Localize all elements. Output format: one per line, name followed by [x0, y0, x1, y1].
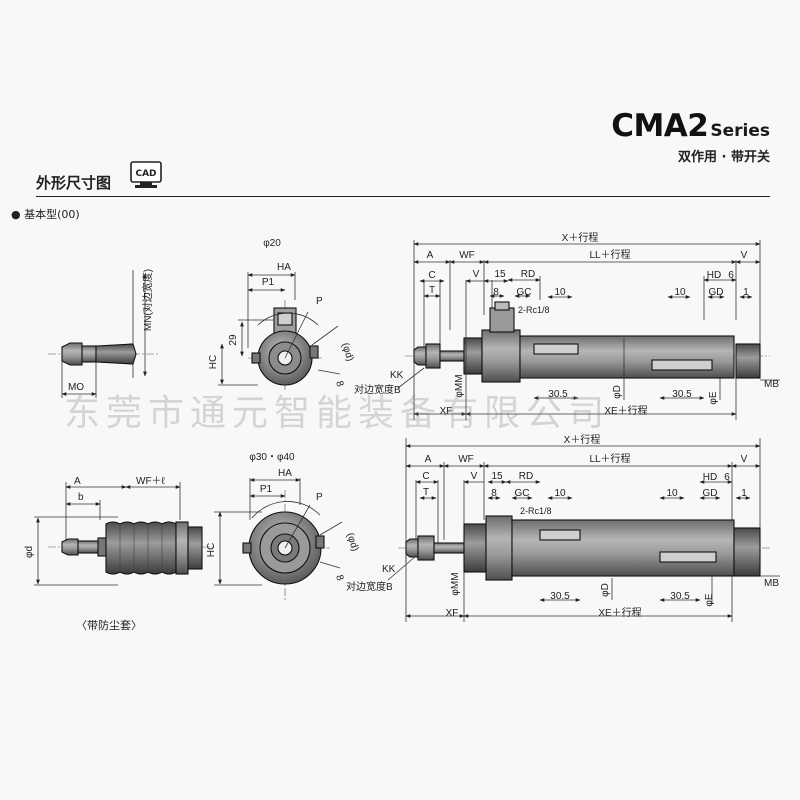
side-view-top: X＋行程 A WF LL＋行程 V C T V 15 RD 8 GC 2-Rc1…: [354, 231, 780, 420]
side1-15-label: 15: [494, 269, 506, 280]
front2-p-label: P: [316, 492, 323, 503]
front2-pd-label: (φd): [344, 532, 360, 553]
boot-view: A WF＋ℓ b φd: [24, 476, 215, 586]
boot-wf-label: WF＋ℓ: [136, 476, 166, 487]
side2-xe-label: XE＋行程: [598, 606, 641, 619]
side1-mb-label: MB: [764, 379, 779, 390]
side1-wrench-label: 对边宽度B: [354, 383, 401, 396]
subtype-label: ● 基本型(00): [11, 208, 80, 221]
series-subtitle: 双作用 · 带开关: [678, 150, 770, 165]
front2-ha-label: HA: [278, 468, 292, 479]
side1-6-label: 6: [728, 270, 734, 281]
side1-1-label: 1: [743, 287, 749, 298]
side2-6-label: 6: [724, 472, 730, 483]
rod-end-view: MN(对边宽度) MO: [48, 269, 158, 398]
side2-8-label: 8: [491, 488, 497, 499]
mn-label: MN(对边宽度): [141, 269, 154, 331]
side-view-bottom: X＋行程 A WF LL＋行程 V C T V 15 RD 8 GC 2-Rc1…: [346, 433, 780, 622]
side2-phie-label: φE: [704, 593, 715, 606]
side1-ll-label: LL＋行程: [589, 248, 630, 261]
side1-phimm-label: φMM: [454, 374, 465, 397]
side2-gd-label: GD: [703, 488, 718, 499]
side2-10b-label: 10: [666, 488, 678, 499]
cad-badge-label: CAD: [135, 169, 156, 179]
side2-wf-label: WF: [458, 454, 474, 465]
side1-xf-label: XF: [440, 406, 453, 417]
side1-a-label: A: [427, 250, 434, 261]
side1-10b-label: 10: [674, 287, 686, 298]
side2-gc-label: GC: [515, 488, 530, 499]
front-view-phi20: φ20 HA P1 P (φd) 29 HC 8: [208, 238, 355, 390]
front1-8-label: 8: [333, 380, 345, 389]
front1-hc-label: HC: [208, 355, 219, 369]
side2-1-label: 1: [741, 488, 747, 499]
front2-dia-label: φ30・φ40: [249, 452, 295, 463]
side2-305b-label: 30.5: [670, 591, 690, 602]
side2-xf-label: XF: [446, 608, 459, 619]
side1-8-label: 8: [493, 287, 499, 298]
side1-v-label: V: [741, 250, 748, 261]
side1-phie-label: φE: [708, 391, 719, 404]
boot-phid-label: φd: [24, 546, 35, 558]
side1-10a-label: 10: [554, 287, 566, 298]
front2-8-label: 8: [333, 574, 345, 583]
side1-305b-label: 30.5: [672, 389, 692, 400]
side2-v-label: V: [741, 454, 748, 465]
side1-t-label: T: [429, 285, 435, 296]
side1-rd-label: RD: [521, 269, 535, 280]
side2-mb-label: MB: [764, 578, 779, 589]
side1-x-label: X＋行程: [562, 231, 599, 244]
boot-a-label: A: [74, 476, 81, 487]
side2-port-label: 2-Rc1/8: [520, 506, 552, 516]
side2-phid-label: φD: [600, 583, 611, 597]
side2-phimm-label: φMM: [450, 572, 461, 595]
side2-c-label: C: [422, 471, 429, 482]
side2-kk-label: KK: [382, 564, 396, 575]
side2-15-label: 15: [491, 471, 503, 482]
cad-icon[interactable]: CAD: [130, 161, 164, 193]
boot-caption: 〈带防尘套〉: [76, 619, 142, 632]
front1-p-label: P: [316, 296, 323, 307]
front1-dia-label: φ20: [263, 238, 281, 249]
side2-305a-label: 30.5: [550, 591, 570, 602]
front1-p1-label: P1: [262, 277, 275, 288]
front1-ha-label: HA: [277, 262, 291, 273]
side2-ll-label: LL＋行程: [589, 452, 630, 465]
series-model: CMA2: [611, 108, 709, 144]
side1-v2-label: V: [473, 269, 480, 280]
series-word: Series: [710, 121, 770, 141]
watermark-text: 东莞市通元智能装备有限公司: [64, 393, 611, 434]
front1-29-label: 29: [228, 334, 239, 346]
side2-a-label: A: [425, 454, 432, 465]
side2-v2-label: V: [471, 471, 478, 482]
side1-port-label: 2-Rc1/8: [518, 305, 550, 315]
side2-t-label: T: [423, 487, 429, 498]
side2-wrench-label: 对边宽度B: [346, 580, 393, 593]
front2-p1-label: P1: [260, 484, 273, 495]
front-view-phi30-40: φ30・φ40 HA P1 P (φd) HC 8: [206, 452, 360, 600]
side1-hd-label: HD: [707, 270, 721, 281]
side2-rd-label: RD: [519, 471, 533, 482]
header-divider: [36, 196, 770, 197]
section-title: 外形尺寸图: [36, 174, 112, 192]
side2-10a-label: 10: [554, 488, 566, 499]
front2-hc-label: HC: [206, 543, 217, 557]
front1-pd-label: (φd): [339, 342, 355, 363]
side1-305a-label: 30.5: [548, 389, 568, 400]
side1-xe-label: XE＋行程: [604, 404, 647, 417]
mo-label: MO: [68, 382, 84, 393]
side1-gc-label: GC: [517, 287, 532, 298]
side1-phid-label: φD: [612, 385, 623, 399]
side1-gd-label: GD: [709, 287, 724, 298]
side2-hd-label: HD: [703, 472, 717, 483]
side1-wf-label: WF: [459, 250, 475, 261]
side1-c-label: C: [428, 270, 435, 281]
side1-kk-label: KK: [390, 370, 404, 381]
boot-b-label: b: [78, 492, 84, 503]
side2-x-label: X＋行程: [564, 433, 601, 446]
